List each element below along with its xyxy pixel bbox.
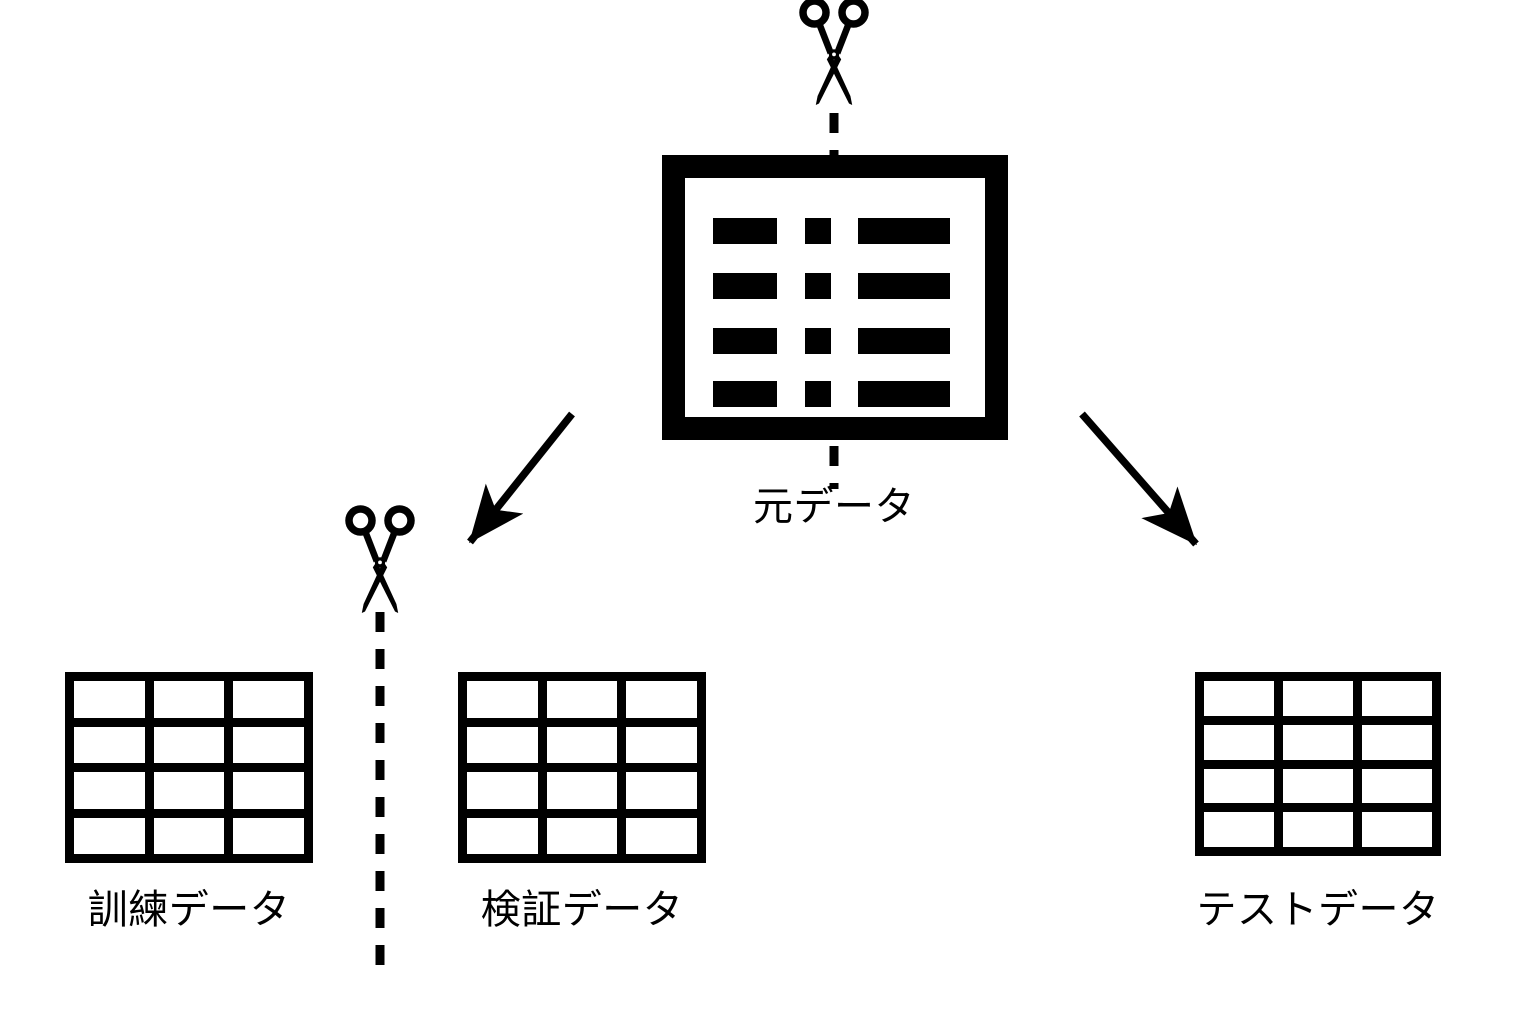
grid-cell [1283, 724, 1353, 760]
label-validation-data: 検証データ [480, 887, 684, 933]
label-training-data: 訓練データ [87, 887, 291, 933]
grid-cell [1362, 724, 1432, 760]
grid-cell [546, 817, 618, 854]
table-cell-bar [713, 273, 777, 299]
test-data-table-icon [1195, 672, 1441, 856]
grid-cell [546, 772, 618, 809]
table-cell-bar [805, 273, 831, 299]
grid-cell [1204, 812, 1274, 847]
grid-cell [74, 772, 145, 809]
scissors-icon [349, 509, 411, 613]
grid-cell [1204, 768, 1274, 804]
table-row [685, 218, 985, 244]
grid-cell [1283, 812, 1353, 847]
grid-cell [467, 726, 538, 763]
grid-cell [153, 681, 225, 718]
table-cell-bar [805, 328, 831, 354]
arrow-to-left [467, 411, 575, 545]
table-cell-bar [713, 328, 777, 354]
table-cell-bar [858, 381, 950, 407]
grid-cell [233, 681, 304, 718]
table-cell-bar [858, 273, 950, 299]
validation-data-table-icon [458, 672, 706, 863]
arrow-to-right [1079, 411, 1199, 547]
grid-cell [1283, 681, 1353, 716]
original-data-table-icon [662, 155, 1008, 440]
original-data-table-body [685, 178, 985, 417]
grid-cell [626, 726, 697, 763]
cut-marker-bottom [349, 509, 411, 980]
grid-cell [467, 817, 538, 854]
grid-cell [1362, 812, 1432, 847]
grid-cell [467, 772, 538, 809]
table-cell-bar [858, 328, 950, 354]
grid-cell [467, 681, 538, 718]
table-cell-bar [805, 381, 831, 407]
grid-cell [626, 817, 697, 854]
scissors-icon [803, 1, 865, 105]
grid-cell [74, 726, 145, 763]
table-row [685, 328, 985, 354]
grid-cell [1204, 724, 1274, 760]
table-cell-bar [805, 218, 831, 244]
grid-cell [74, 681, 145, 718]
grid-cell [153, 726, 225, 763]
table-row [685, 273, 985, 299]
table-cell-bar [713, 218, 777, 244]
grid-cell [1362, 768, 1432, 804]
grid-cell [153, 772, 225, 809]
grid-cell [626, 681, 697, 718]
grid-cell [233, 817, 304, 854]
training-data-table-icon [65, 672, 313, 863]
grid-cell [233, 772, 304, 809]
grid-cell [1204, 681, 1274, 716]
table-row [685, 381, 985, 407]
grid-cell [546, 681, 618, 718]
grid-cell [153, 817, 225, 854]
table-cell-bar [858, 218, 950, 244]
grid-cell [626, 772, 697, 809]
label-test-data: テストデータ [1196, 887, 1440, 933]
grid-cell [1362, 681, 1432, 716]
grid-cell [233, 726, 304, 763]
grid-cell [546, 726, 618, 763]
table-cell-bar [713, 381, 777, 407]
label-original-data: 元データ [753, 484, 915, 530]
grid-cell [74, 817, 145, 854]
grid-cell [1283, 768, 1353, 804]
